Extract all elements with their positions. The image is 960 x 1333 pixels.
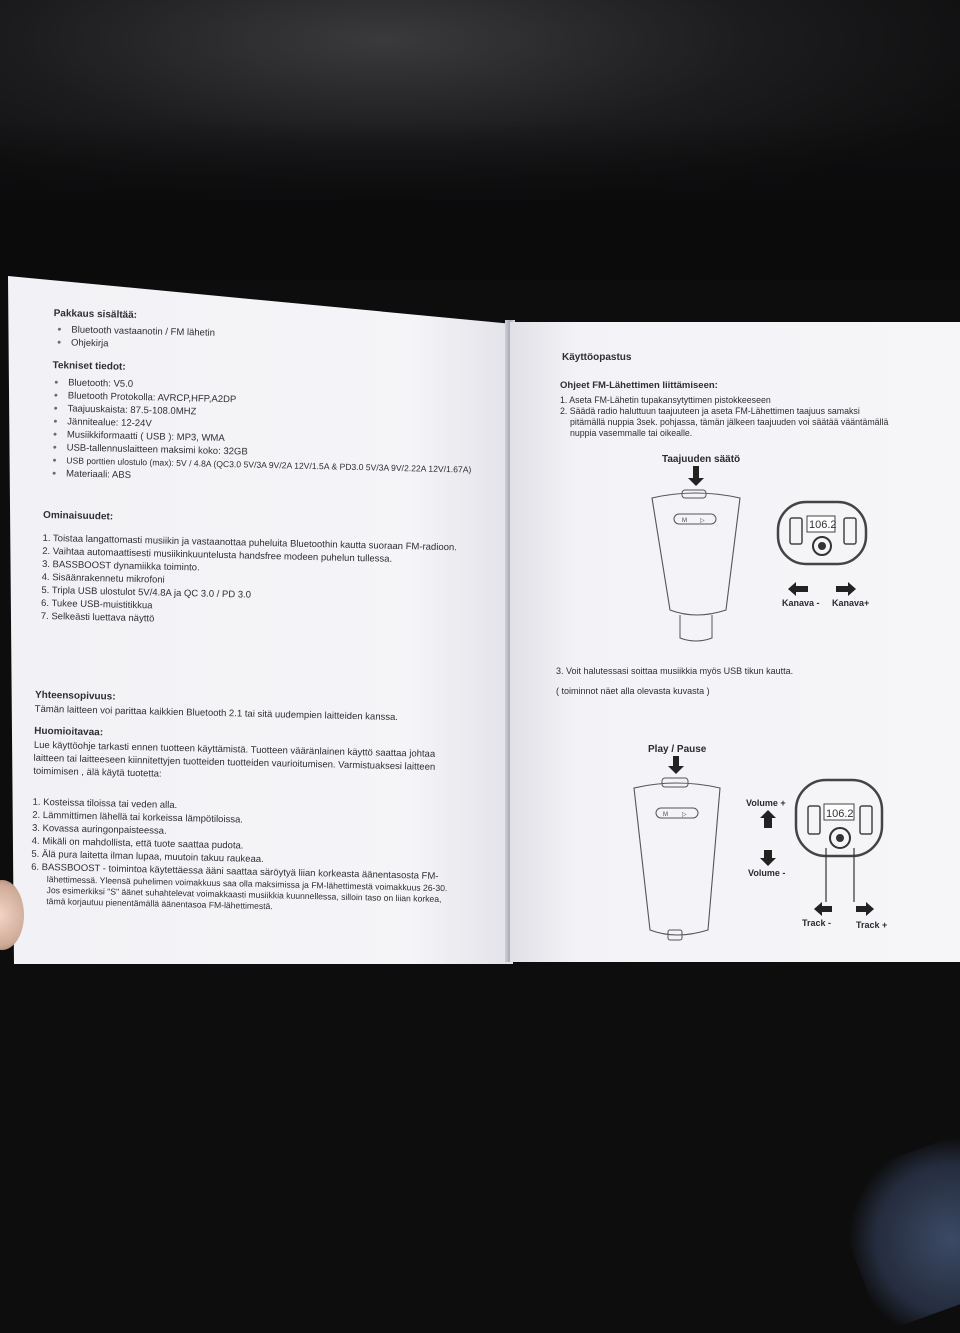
svg-text:M: M xyxy=(663,812,668,818)
tekniset-item: Materiaali: ABS xyxy=(66,468,131,480)
track-minus-label: Track - xyxy=(802,918,831,928)
usage-step: 2. Säädä radio haluttuun taajuuteen ja a… xyxy=(560,406,860,416)
usage-subtitle: Ohjeet FM-Lähettimen liittämiseen: xyxy=(560,380,718,391)
lcd-display xyxy=(806,515,836,533)
svg-text:M: M xyxy=(682,518,687,524)
charger-buttons xyxy=(673,513,717,525)
usage-step: nuppia vasemmalle tai oikealle. xyxy=(570,428,693,438)
lcd-display xyxy=(823,803,855,821)
manual-right-page xyxy=(510,322,960,962)
pakkaus-item: Ohjekirja xyxy=(71,337,109,349)
arrow-right-icon xyxy=(856,902,874,916)
background-shadow xyxy=(0,120,960,280)
usb-port-left xyxy=(807,805,821,835)
knob-face xyxy=(812,536,832,556)
usb-port-right xyxy=(859,805,873,835)
svg-text:▷: ▷ xyxy=(682,812,687,818)
svg-text:▷: ▷ xyxy=(700,518,705,524)
arrow-down-icon xyxy=(760,850,776,866)
arrow-left-icon xyxy=(788,582,808,596)
usage-step: 1. Aseta FM-Lähetin tupakansytyttimen pi… xyxy=(560,395,771,405)
charger-knob xyxy=(681,489,707,499)
pakkaus-title: Pakkaus sisältää: xyxy=(53,308,138,321)
usage-step-3: 3. Voit halutessasi soittaa musiikkia my… xyxy=(556,666,794,676)
channel-plus-label: Kanava+ xyxy=(832,598,869,608)
display-value: 106.2 xyxy=(826,808,854,820)
tekniset-title: Tekniset tiedot: xyxy=(52,360,126,373)
volume-down-label: Volume - xyxy=(748,868,785,878)
tekniset-item: Jännitealue: 12-24V xyxy=(67,416,152,429)
tekniset-item: Bluetooth: V5.0 xyxy=(68,377,133,389)
diagram-frequency: Taajuuden säätö M ▷ 106.2 Kanava - Kanav… xyxy=(651,454,869,642)
play-pause-label: Play / Pause xyxy=(648,744,707,755)
track-plus-label: Track + xyxy=(856,920,887,930)
usage-title: Käyttöopastus xyxy=(562,352,632,363)
charger-plug xyxy=(667,929,683,941)
knob-face xyxy=(829,827,851,849)
usage-step: pitämällä nuppia 3sek. pohjassa, tämän j… xyxy=(570,417,889,427)
arrow-right-icon xyxy=(836,582,856,596)
volume-up-label: Volume + xyxy=(746,798,786,808)
charger-face xyxy=(794,778,884,858)
background-jacket xyxy=(827,1127,960,1333)
channel-minus-label: Kanava - xyxy=(782,598,820,608)
charger-buttons xyxy=(655,807,699,819)
charger-plug xyxy=(679,615,713,642)
arrow-down-icon xyxy=(688,466,704,486)
knob-label: Taajuuden säätö xyxy=(662,454,740,465)
usage-note: ( toiminnot näet alla olevasta kuvasta ) xyxy=(556,686,710,696)
display-value: 106.2 xyxy=(809,519,837,531)
diagram-playback: Play / Pause M ▷ 106.2 Volume + Volume -… xyxy=(633,744,887,941)
charger-knob xyxy=(661,777,689,788)
arrow-left-icon xyxy=(814,902,832,916)
charger-face xyxy=(776,500,868,566)
usb-port-right xyxy=(843,517,857,545)
usb-port-left xyxy=(789,517,803,545)
arrow-up-icon xyxy=(760,810,776,828)
arrow-down-icon xyxy=(668,756,684,774)
charger-body xyxy=(651,492,741,616)
huomioitavaa-title: Huomioitavaa: xyxy=(34,725,104,739)
yhteensopivuus-title: Yhteensopivuus: xyxy=(34,689,116,703)
ominaisuudet-title: Ominaisuudet: xyxy=(42,509,114,523)
charger-body xyxy=(633,782,721,936)
